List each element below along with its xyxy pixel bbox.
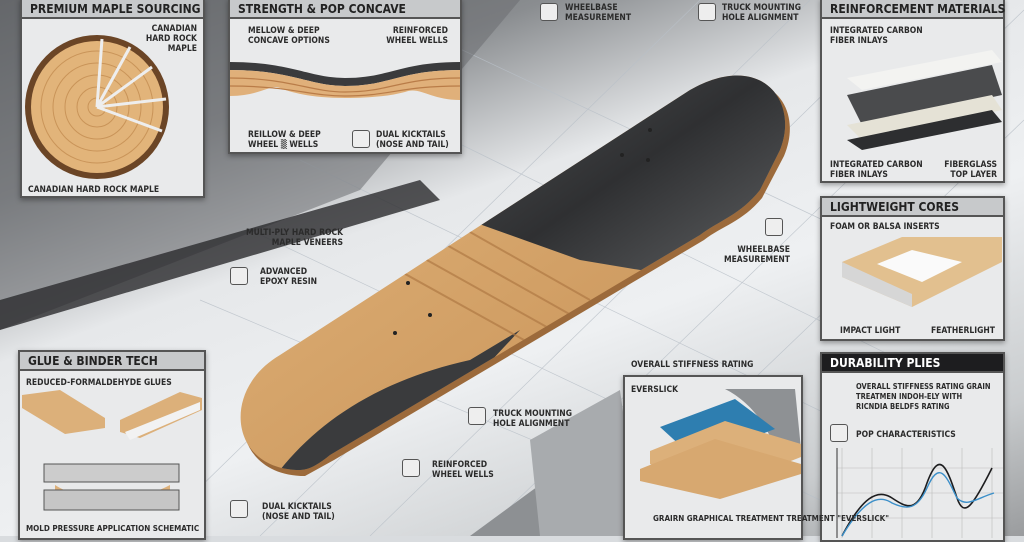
label-reinforced-wells: REINFORCED WHEEL WELLS: [386, 26, 448, 46]
label-carbon-inlays-top: INTEGRATED CARBON FIBER INLAYS: [830, 26, 923, 46]
pop-curve-black: [841, 463, 993, 537]
layer-stack-illustration: [847, 50, 1002, 150]
kicktail-icon: [352, 130, 370, 148]
panel-reinforcement-materials: REINFORCEMENT MATERIALS INTEGRATED CARBO…: [820, 0, 1005, 183]
panel-glue-binder: GLUE & BINDER TECH REDUCED-FORMALDEHYDE …: [18, 350, 206, 540]
callout-dual-kicktails: DUAL KICKTAILS (NOSE AND TAIL): [262, 502, 335, 522]
everslick-layers: [640, 389, 801, 499]
callout-wheelbase-top: WHEELBASE MEASUREMENT: [565, 3, 632, 23]
label-graphical-treatment: GRAIRN GRAPHICAL TREATMENT TREATMENT "EV…: [653, 514, 889, 523]
callout-epoxy-resin: ADVANCED EPOXY RESIN: [260, 267, 317, 287]
truck-holes-icon: [698, 3, 716, 21]
label-pop-characteristics: POP CHARACTERISTICS: [856, 430, 956, 440]
callout-wheelbase-mid: WHEELBASE MEASUREMENT: [723, 245, 790, 265]
label-canadian-maple-bottom: CANADIAN HARD ROCK MAPLE: [28, 185, 160, 195]
label-dual-kicktails: DUAL KICKTAILS (NOSE AND TAIL): [376, 130, 449, 150]
truck-holes-bottom-icon: [468, 407, 486, 425]
panel-title: DURABILITY PLIES: [822, 354, 1003, 373]
panel-title: LIGHTWEIGHT CORES: [822, 198, 1003, 217]
callout-multiply-veneers: MULTI-PLY HARD ROCK MAPLE VENEERS: [245, 228, 343, 248]
label-mold-pressure: MOLD PRESSURE APPLICATION SCHEMATIC: [26, 524, 200, 533]
label-reillow-wells: REILLOW & DEEP WHEEL ▒ WELLS: [248, 130, 321, 150]
label-carbon-inlays-bottom: INTEGRATED CARBON FIBER INLAYS: [830, 160, 923, 180]
pop-curve-blue: [841, 472, 995, 537]
panel-durability-plies: DURABILITY PLIES OVERALL STIFFNESS RATIN…: [820, 352, 1005, 542]
tree-ring-illustration: [25, 35, 169, 179]
panel-title: PREMIUM MAPLE SOURCING: [22, 0, 203, 19]
label-everslick: EVERSLICK: [631, 385, 679, 395]
panel-title: GLUE & BINDER TECH: [20, 352, 204, 371]
core-illustration: [842, 237, 1002, 307]
label-mellow-concave: MELLOW & DEEP CONCAVE OPTIONS: [248, 26, 330, 46]
epoxy-icon: [230, 267, 248, 285]
callout-truck-bottom: TRUCK MOUNTING HOLE ALIGNMENT: [493, 409, 572, 429]
wheel-well-icon: [402, 459, 420, 477]
label-featherlight: FEATHERLIGHT: [930, 326, 995, 336]
label-overall-stiffness: OVERALL STIFFNESS RATING: [631, 360, 754, 370]
panel-maple-sourcing: PREMIUM MAPLE SOURCING CANADIAN HARD ROC…: [20, 0, 205, 198]
wheelbase-mid-icon: [765, 218, 783, 236]
wheelbase-icon: [540, 3, 558, 21]
label-stiffness-rating: OVERALL STIFFNESS RATING GRAIN TREATMEN …: [856, 382, 991, 411]
panel-lightweight-cores: LIGHTWEIGHT CORES FOAM OR BALSA INSERTS …: [820, 196, 1005, 341]
callout-reinforced-wells: REINFORCED WHEEL WELLS: [432, 460, 494, 480]
kicktail-deck-icon: [230, 500, 248, 518]
label-fiberglass: FIBERGLASS TOP LAYER: [944, 160, 997, 180]
panel-strength-concave: STRENGTH & POP CONCAVE MELLOW & DEEP CON…: [228, 0, 462, 154]
panel-title: REINFORCEMENT MATERIALS: [822, 0, 1005, 19]
label-foam-balsa: FOAM OR BALSA INSERTS: [830, 222, 940, 232]
concave-cross-section: [230, 62, 460, 100]
callout-truck-top: TRUCK MOUNTING HOLE ALIGNMENT: [722, 3, 801, 23]
panel-everslick: EVERSLICK GRAIRN GRAPHICAL TREATMENT TRE…: [623, 375, 889, 540]
label-canadian-maple-top: CANADIAN HARD ROCK MAPLE: [145, 24, 197, 54]
pop-chart: [836, 448, 1003, 538]
chart-icon: [830, 424, 848, 442]
panel-title: STRENGTH & POP CONCAVE: [230, 0, 460, 19]
label-formaldehyde-glues: REDUCED-FORMALDEHYDE GLUES: [26, 378, 172, 388]
label-impact-light: IMPACT LIGHT: [840, 326, 901, 336]
glue-mold-illustration: [22, 390, 202, 511]
